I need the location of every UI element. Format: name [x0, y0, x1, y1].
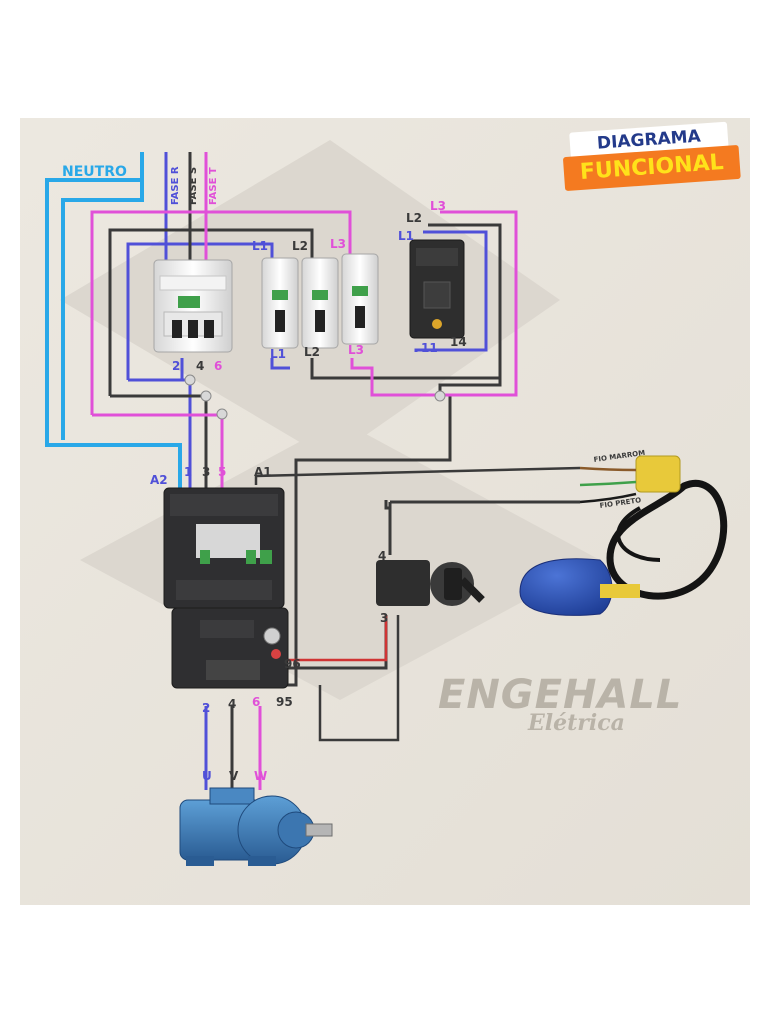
breaker-labels: 2 4 6 L1 L2 L3 L1 L2 L3 [172, 237, 364, 373]
motor-terminal-u: U [202, 769, 212, 783]
motor-terminal-w: W [254, 769, 267, 783]
contactor-terminal-3: 3 [202, 465, 210, 479]
relay-terminal-14: 14 [450, 335, 467, 349]
contactor-labels: A2 1 3 5 A1 [150, 465, 272, 487]
selector-terminal-4: 4 [378, 549, 386, 563]
junction-dots [184, 374, 446, 420]
contactor [163, 487, 285, 609]
label-neutro: NEUTRO [62, 164, 127, 180]
single-pole-breaker-l2 [301, 257, 339, 349]
contactor-terminal-1: 1 [184, 465, 192, 479]
breaker-top-l2: L2 [292, 239, 308, 253]
supply-labels: NEUTRO FASE R FASE S FASE T [62, 164, 219, 205]
breaker3p-terminal-2: 2 [172, 359, 180, 373]
motor-terminal-v: V [229, 769, 239, 783]
brand-sub: Elétrica [528, 710, 625, 736]
contactor-terminal-5: 5 [218, 465, 226, 479]
label-fase-s: FASE S [188, 167, 199, 205]
label-fase-t: FASE T [208, 167, 219, 205]
brand-watermark: ENGEHALL Elétrica [438, 672, 683, 736]
breaker-bot-l3: L3 [348, 343, 364, 357]
breaker-top-l1: L1 [252, 239, 268, 253]
phase-relay [409, 239, 465, 339]
breaker3p-terminal-4: 4 [196, 359, 204, 373]
breaker-bot-l2: L2 [304, 345, 320, 359]
relay-labels: L1 L2 L3 11 14 [398, 199, 467, 355]
motor [179, 787, 333, 866]
diagram-badge: DIAGRAMA FUNCIONAL [561, 121, 741, 192]
motor-labels: U V W [202, 769, 267, 783]
selector-switch [376, 560, 485, 606]
float-switch [519, 455, 728, 616]
breaker3p-terminal-6: 6 [214, 359, 222, 373]
overload-terminal-95: 95 [276, 695, 293, 709]
overload-terminal-6: 6 [252, 695, 260, 709]
control-wires [254, 466, 581, 742]
overload-relay [171, 607, 289, 689]
relay-terminal-11: 11 [421, 341, 438, 355]
overload-labels: 2 4 6 95 96 [202, 657, 301, 715]
relay-l2: L2 [406, 211, 422, 225]
selector-terminal-3: 3 [380, 611, 388, 625]
brand-name: ENGEHALL [438, 672, 683, 718]
single-pole-breaker-l3 [341, 253, 379, 345]
neutro-wire [45, 152, 182, 500]
relay-l3: L3 [430, 199, 446, 213]
breaker-top-l3: L3 [330, 237, 346, 251]
selector-labels: 4 3 [378, 549, 388, 625]
single-pole-breaker-l1 [261, 257, 299, 349]
overload-terminal-2: 2 [202, 701, 210, 715]
breaker-bot-l1: L1 [270, 347, 286, 361]
three-pole-breaker [153, 259, 233, 353]
contactor-a2: A2 [150, 473, 168, 487]
overload-terminal-96: 96 [284, 657, 301, 671]
contactor-a1: A1 [254, 465, 272, 479]
relay-l1: L1 [398, 229, 414, 243]
label-fase-r: FASE R [170, 166, 181, 205]
overload-terminal-4: 4 [228, 697, 236, 711]
